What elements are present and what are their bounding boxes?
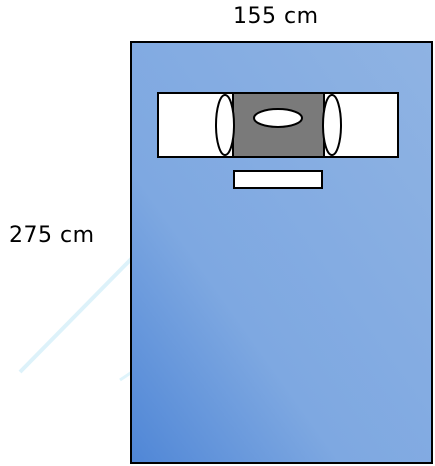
- right-pouch-shape: [322, 94, 342, 156]
- watermark-stroke-left: [18, 248, 142, 374]
- height-dimension-label: 275 cm: [9, 223, 95, 248]
- left-pouch-shape: [215, 94, 235, 156]
- tube-holder-strip: [233, 170, 323, 189]
- width-dimension-label: 155 cm: [233, 4, 319, 29]
- fenestration-opening: [253, 108, 303, 128]
- fenestration-panel: [232, 92, 325, 158]
